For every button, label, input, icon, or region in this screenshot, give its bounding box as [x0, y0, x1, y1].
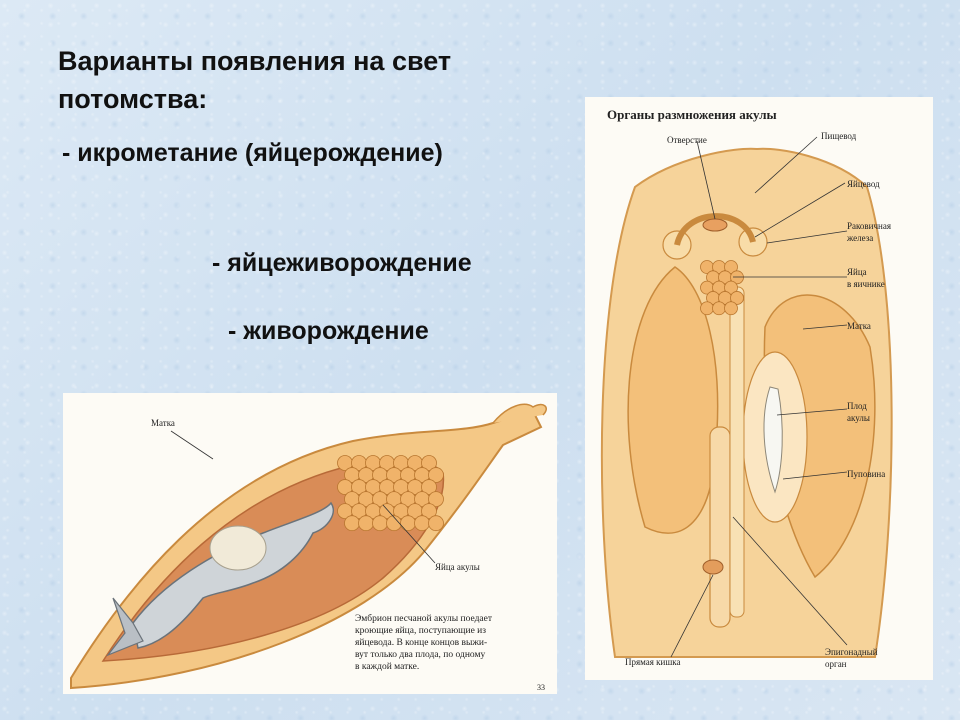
oviduct	[674, 213, 756, 246]
caption-line: кроющие яйца, поступающие из	[355, 625, 486, 636]
ovary-eggs	[700, 260, 744, 316]
embryo-drawing: Матка Яйца акулы Эмбрион песчаной акулы …	[70, 403, 547, 692]
label-shell-gland: железа	[846, 233, 873, 243]
caption-line: вут только два плода, по одному	[355, 650, 485, 660]
egg	[724, 301, 738, 316]
label-ovary-eggs: Яйца	[847, 267, 867, 277]
reproductive-organs-illustration: Органы размножения акулы	[585, 97, 933, 680]
label-fetus: акулы	[847, 413, 870, 423]
label-epigonal: орган	[825, 659, 847, 669]
rectum	[702, 559, 724, 575]
egg-cluster	[337, 455, 444, 532]
list-item-viviparity: - живорождение	[228, 317, 429, 345]
intestine	[729, 286, 745, 618]
egg	[421, 455, 437, 471]
slide-title: Варианты появления на свет потомства:	[58, 46, 452, 114]
leader-uterus	[170, 430, 214, 460]
caption-line: Эмбрион песчаной акулы поедает	[355, 613, 493, 624]
epigonal-organ	[709, 426, 731, 628]
egg	[358, 515, 374, 532]
egg	[712, 301, 726, 316]
label-uterus: Матка	[151, 418, 175, 428]
list-item-oviparity: - икрометание (яйцерождение)	[62, 139, 443, 167]
label-oviduct: Яйцевод	[847, 179, 880, 189]
egg	[428, 467, 444, 483]
caption-line: в каждой матке.	[355, 661, 419, 672]
label-ovary-eggs: в яичнике	[847, 279, 885, 289]
egg	[730, 291, 744, 305]
egg	[372, 515, 388, 532]
label-epigonal: Эпигонадный	[825, 647, 878, 657]
label-esophagus: Пищевод	[821, 131, 857, 141]
leader-eggs	[382, 504, 436, 564]
label-opening: Отверстие	[667, 135, 707, 145]
egg	[344, 515, 360, 532]
egg	[724, 260, 738, 274]
opening	[702, 218, 728, 232]
label-shell-gland: Раковичная	[847, 221, 891, 231]
egg	[400, 515, 416, 532]
embryo-illustration: Матка Яйца акулы Эмбрион песчаной акулы …	[63, 393, 557, 694]
egg	[700, 301, 714, 316]
label-fetus: Плод	[847, 401, 867, 411]
label-uterus: Матка	[847, 321, 871, 331]
oviduct-end	[492, 403, 547, 424]
egg	[421, 503, 437, 520]
page-number: 33	[537, 683, 545, 692]
embryo-yolk-sac	[209, 525, 267, 571]
embryo-tail	[106, 597, 144, 657]
uterus-left	[627, 266, 719, 534]
list-item-ovoviviparity: - яйцеживорождение	[212, 249, 472, 277]
egg	[724, 280, 738, 295]
caption-line: яйцевода. В конце концов выжи-	[355, 637, 487, 648]
egg	[428, 515, 444, 532]
egg	[428, 491, 444, 508]
label-cord: Пуповина	[847, 469, 885, 479]
label-rectum: Прямая кишка	[625, 657, 681, 667]
egg	[414, 515, 430, 532]
egg	[421, 479, 437, 495]
organs-drawing: Органы размножения акулы	[600, 107, 893, 669]
figure-title: Органы размножения акулы	[607, 107, 777, 122]
label-eggs: Яйца акулы	[435, 562, 480, 572]
leader-lines	[670, 136, 848, 658]
